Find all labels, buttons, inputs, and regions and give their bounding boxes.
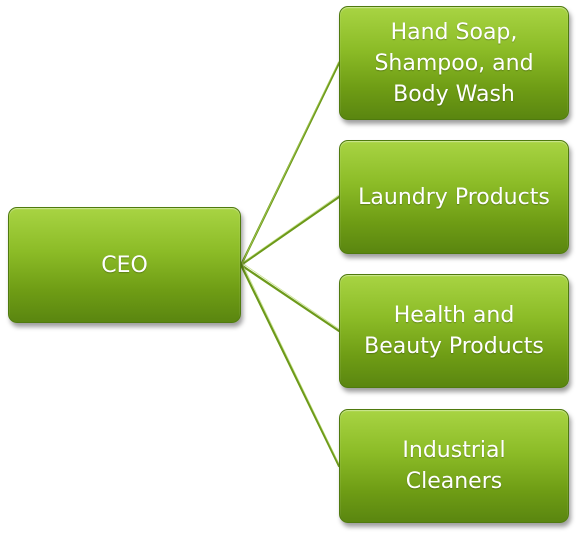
industrial-cleaners-node: Industrial Cleaners [339,409,569,523]
node-label-line: Laundry Products [358,184,550,210]
connector-line-ceo-industrial [239,263,341,468]
node-label-line: Shampoo, and [374,50,534,76]
health-and-beauty-products-node: Health and Beauty Products [339,274,569,388]
node-label-line: Industrial [402,438,506,463]
node-label-line: Body Wash [393,81,515,107]
connector-highlight-laundry [241,194,340,264]
node-label-line: Health and [393,303,515,328]
node-label-line: Cleaners [405,469,503,494]
ceo-label: CEO [101,252,148,278]
connector-highlight-industrial [241,262,340,465]
ceo-node: CEO [8,207,241,323]
connector-highlight-health-beauty [241,262,340,330]
laundry-products-node: Laundry Products [339,140,569,254]
connector-line-ceo-laundry [239,195,341,267]
node-label-line: Hand Soap, [390,19,518,45]
connector-line-ceo-health-beauty [239,263,341,333]
connector-highlight-hand-soap [241,60,340,264]
node-label-line: Beauty Products [364,334,544,359]
hand-soap-shampoo-body-wash-node: Hand Soap, Shampoo, and Body Wash [339,6,569,120]
